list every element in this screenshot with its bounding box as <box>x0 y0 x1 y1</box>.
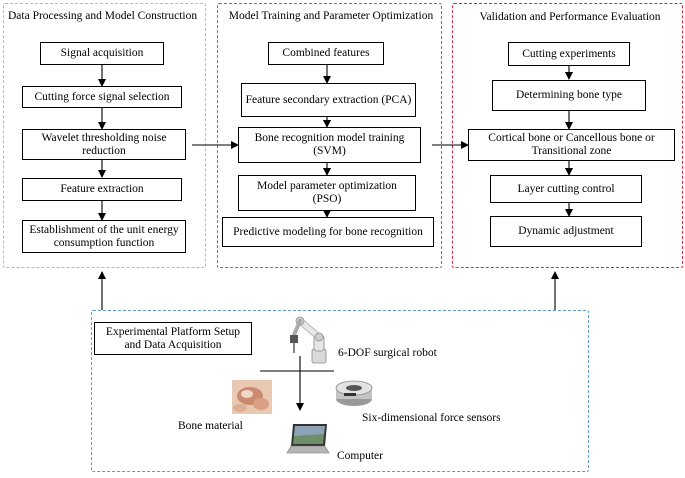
step-determining-bone-type: Determining bone type <box>492 80 646 111</box>
panel-model-training <box>217 3 442 268</box>
laptop-icon <box>286 424 330 454</box>
step-pso-optimization: Model parameter optimization (PSO) <box>238 175 416 211</box>
panel4-title: Experimental Platform Setup and Data Acq… <box>94 322 252 355</box>
step-combined-features: Combined features <box>268 42 384 65</box>
step-predictive-modeling: Predictive modeling for bone recognition <box>222 217 434 247</box>
force-sensor-icon <box>335 380 373 406</box>
panel1-title: Data Processing and Model Construction <box>8 10 198 22</box>
bone-material-label: Bone material <box>178 420 243 432</box>
step-feature-secondary-extraction: Feature secondary extraction (PCA) <box>241 83 416 117</box>
step-cutting-force-signal-selection: Cutting force signal selection <box>22 86 182 108</box>
surgical-robot-arm-icon <box>290 316 327 364</box>
step-dynamic-adjustment: Dynamic adjustment <box>490 216 642 247</box>
step-bone-classification: Cortical bone or Cancellous bone or Tran… <box>468 129 675 161</box>
panel-validation <box>452 3 683 268</box>
panel3-title: Validation and Performance Evaluation <box>479 11 661 23</box>
robot-label: 6-DOF surgical robot <box>338 347 437 359</box>
step-svm-training: Bone recognition model training (SVM) <box>238 127 421 163</box>
step-energy-function: Establishment of the unit energy consump… <box>22 220 186 253</box>
bone-sample-photo <box>232 380 272 414</box>
panel2-title: Model Training and Parameter Optimizatio… <box>228 10 434 22</box>
step-layer-cutting-control: Layer cutting control <box>490 175 642 203</box>
panel-data-processing <box>3 3 206 268</box>
computer-label: Computer <box>337 450 383 462</box>
step-cutting-experiments: Cutting experiments <box>508 42 630 66</box>
panel-experimental-platform <box>91 310 589 472</box>
step-signal-acquisition: Signal acquisition <box>40 42 164 65</box>
step-feature-extraction: Feature extraction <box>22 178 182 201</box>
sensor-label: Six-dimensional force sensors <box>362 412 501 424</box>
step-wavelet-noise-reduction: Wavelet thresholding noise reduction <box>22 129 186 160</box>
